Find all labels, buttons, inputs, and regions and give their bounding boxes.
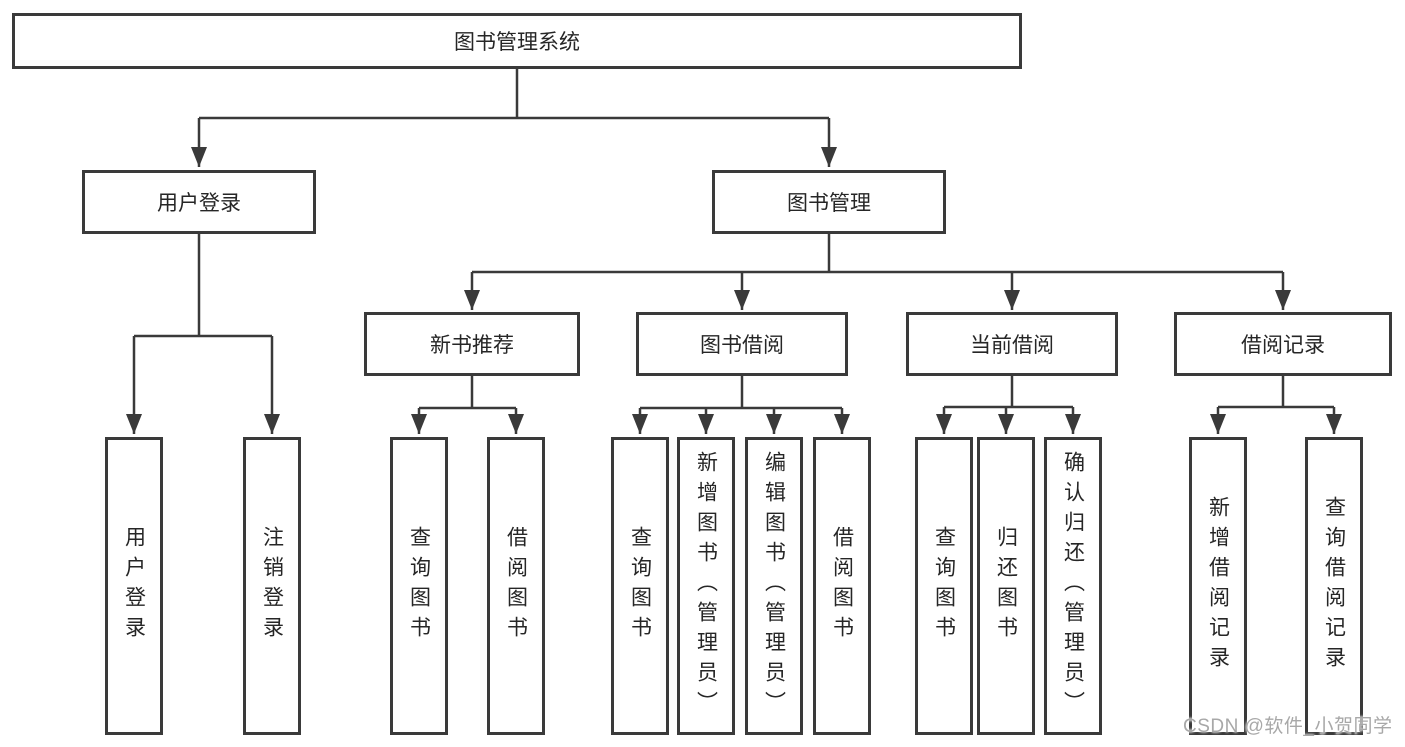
leaf-current-query-books-label: 查询图书 [932, 526, 956, 646]
leaf-recommend-query-books-label: 查询图书 [407, 526, 431, 646]
leaf-borrowing-query-books: 查询图书 [611, 437, 669, 735]
leaf-borrowing-add-books-admin-label: 新增图书（管理员） [694, 451, 718, 721]
node-book-borrowing: 图书借阅 [636, 312, 848, 376]
leaf-current-return-books-label: 归还图书 [994, 526, 1018, 646]
leaf-borrowing-edit-books-admin-label: 编辑图书（管理员） [762, 451, 786, 721]
node-borrowing-records-label: 借阅记录 [1241, 334, 1325, 357]
leaf-borrowing-query-books-label: 查询图书 [628, 526, 652, 646]
node-current-borrowing: 当前借阅 [906, 312, 1118, 376]
leaf-borrowing-edit-books-admin: 编辑图书（管理员） [745, 437, 803, 735]
leaf-borrowing-borrow-books: 借阅图书 [813, 437, 871, 735]
leaf-user-login-label: 用户登录 [122, 526, 146, 646]
csdn-watermark: CSDN @软件_小贺同学 [1183, 716, 1393, 737]
leaf-user-login: 用户登录 [105, 437, 163, 735]
node-book-management-label: 图书管理 [787, 192, 871, 215]
leaf-logout-label: 注销登录 [260, 526, 284, 646]
leaf-current-confirm-return-admin: 确认归还（管理员） [1044, 437, 1102, 735]
leaf-records-add-record: 新增借阅记录 [1189, 437, 1247, 735]
leaf-recommend-query-books: 查询图书 [390, 437, 448, 735]
leaf-records-query-record: 查询借阅记录 [1305, 437, 1363, 735]
leaf-current-confirm-return-admin-label: 确认归还（管理员） [1061, 451, 1085, 721]
node-library-management-system-label: 图书管理系统 [454, 31, 580, 54]
node-new-book-recommendation-label: 新书推荐 [430, 334, 514, 357]
node-current-borrowing-label: 当前借阅 [970, 334, 1054, 357]
node-book-management: 图书管理 [712, 170, 946, 234]
node-library-management-system: 图书管理系统 [12, 13, 1022, 69]
node-user-login: 用户登录 [82, 170, 316, 234]
leaf-current-query-books: 查询图书 [915, 437, 973, 735]
node-borrowing-records: 借阅记录 [1174, 312, 1392, 376]
leaf-current-return-books: 归还图书 [977, 437, 1035, 735]
leaf-recommend-borrow-books: 借阅图书 [487, 437, 545, 735]
leaf-logout: 注销登录 [243, 437, 301, 735]
node-book-borrowing-label: 图书借阅 [700, 334, 784, 357]
node-user-login-label: 用户登录 [157, 192, 241, 215]
leaf-records-add-record-label: 新增借阅记录 [1206, 496, 1230, 676]
leaf-records-query-record-label: 查询借阅记录 [1322, 496, 1346, 676]
leaf-borrowing-borrow-books-label: 借阅图书 [830, 526, 854, 646]
leaf-borrowing-add-books-admin: 新增图书（管理员） [677, 437, 735, 735]
leaf-recommend-borrow-books-label: 借阅图书 [504, 526, 528, 646]
node-new-book-recommendation: 新书推荐 [364, 312, 580, 376]
